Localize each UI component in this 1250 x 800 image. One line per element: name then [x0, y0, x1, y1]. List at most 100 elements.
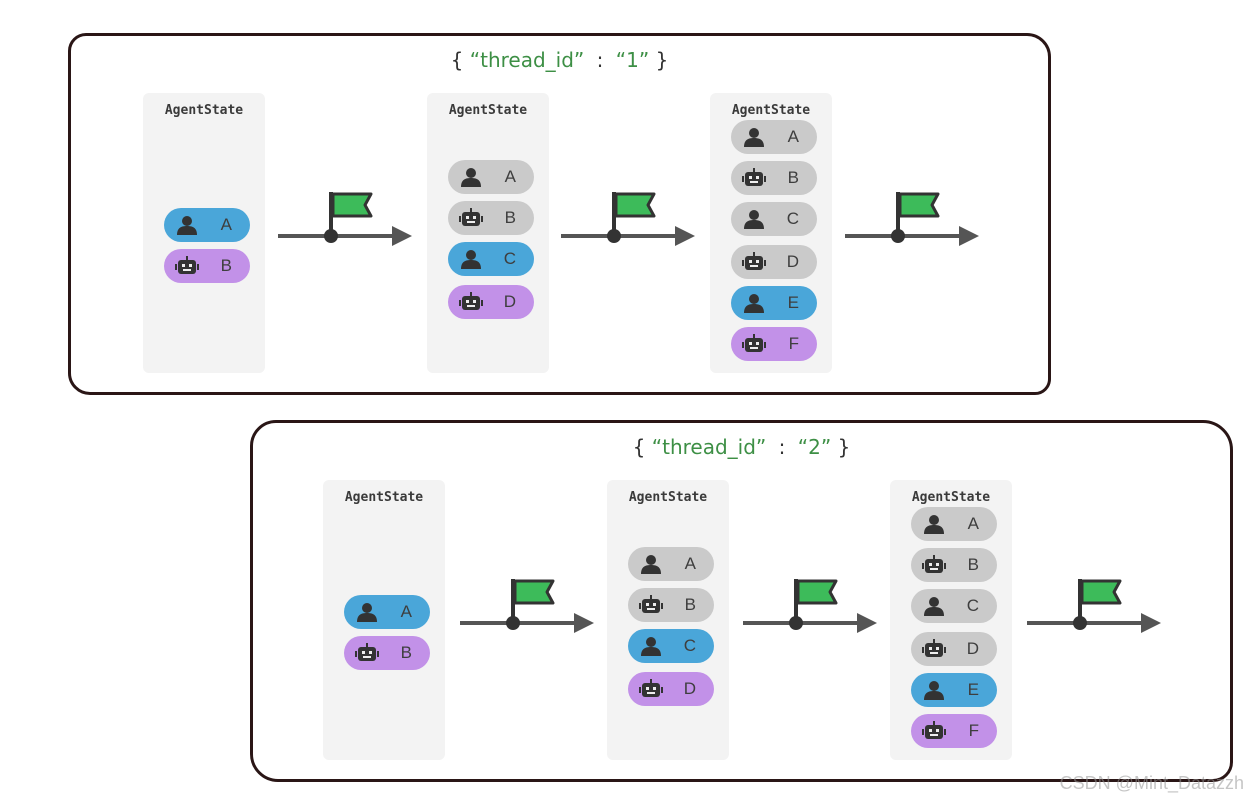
message-pill: C [628, 629, 714, 663]
agent-state-title: AgentState [164, 103, 244, 118]
message-pill: D [731, 245, 817, 279]
message-label: A [787, 127, 799, 146]
checkpoint-flag-arrow [559, 186, 699, 250]
person-icon [741, 126, 767, 148]
message-pill: F [911, 714, 997, 748]
message-label: D [786, 252, 799, 271]
message-label: A [400, 602, 412, 621]
message-pill: B [448, 201, 534, 235]
message-pill: B [164, 249, 250, 283]
message-label: B [220, 256, 232, 275]
open-brace: { [632, 435, 646, 459]
person-icon [174, 214, 200, 236]
flag-icon [607, 192, 656, 243]
message-pill: D [628, 672, 714, 706]
message-pill: B [911, 548, 997, 582]
message-pill: F [731, 327, 817, 361]
checkpoint-flag-arrow [741, 573, 881, 637]
thread-id-key: “thread_id” [651, 435, 767, 459]
agent-state-title: AgentState [448, 103, 528, 118]
checkpoint-flag-arrow [1025, 573, 1165, 637]
thread-id-key: “thread_id” [469, 48, 585, 72]
message-label: E [787, 293, 799, 312]
message-pill: D [911, 632, 997, 666]
message-label: D [503, 292, 516, 311]
message-pill: A [164, 208, 250, 242]
message-label: A [220, 215, 232, 234]
message-pill: B [628, 588, 714, 622]
message-label: F [968, 721, 979, 740]
robot-icon [458, 291, 484, 313]
flag-icon [1073, 579, 1122, 630]
message-label: B [684, 595, 696, 614]
close-brace: } [655, 48, 669, 72]
agent-state-title: AgentState [344, 490, 424, 505]
robot-icon [638, 678, 664, 700]
message-label: A [684, 554, 696, 573]
robot-icon [921, 720, 947, 742]
message-pill: E [911, 673, 997, 707]
robot-icon [638, 594, 664, 616]
checkpoint-flag-arrow [458, 573, 598, 637]
agent-state-card: AgentState A B [143, 93, 265, 373]
person-icon [354, 601, 380, 623]
robot-icon [741, 333, 767, 355]
message-pill: A [731, 120, 817, 154]
message-label: C [966, 596, 979, 615]
message-label: C [503, 249, 516, 268]
person-icon [638, 553, 664, 575]
message-label: A [504, 167, 516, 186]
message-label: D [966, 639, 979, 658]
person-icon [638, 635, 664, 657]
person-icon [458, 248, 484, 270]
thread-2-id-label: { “thread_id” : “2” } [253, 435, 1230, 459]
message-label: C [786, 209, 799, 228]
robot-icon [174, 255, 200, 277]
agent-state-title: AgentState [731, 103, 811, 118]
message-label: B [787, 168, 799, 187]
thread-1-id-label: { “thread_id” : “1” } [71, 48, 1048, 72]
person-icon [741, 208, 767, 230]
agent-state-title: AgentState [628, 490, 708, 505]
person-icon [458, 166, 484, 188]
flag-icon [324, 192, 373, 243]
message-pill: E [731, 286, 817, 320]
message-pill: B [344, 636, 430, 670]
message-label: F [788, 334, 799, 353]
checkpoint-flag-arrow [843, 186, 983, 250]
person-icon [921, 513, 947, 535]
robot-icon [741, 251, 767, 273]
message-label: D [683, 679, 696, 698]
colon: : [596, 48, 604, 72]
close-brace: } [837, 435, 851, 459]
thread-id-value: “2” [797, 435, 832, 459]
message-label: A [967, 514, 979, 533]
colon: : [778, 435, 786, 459]
flag-icon [506, 579, 555, 630]
agent-state-card: AgentState A B C D E F [710, 93, 832, 373]
robot-icon [921, 554, 947, 576]
flag-icon [789, 579, 838, 630]
robot-icon [354, 642, 380, 664]
message-pill: A [911, 507, 997, 541]
message-pill: D [448, 285, 534, 319]
message-pill: A [344, 595, 430, 629]
robot-icon [921, 638, 947, 660]
watermark: CSDN @Mint_Datazzh [1059, 773, 1244, 793]
message-pill: C [731, 202, 817, 236]
flag-icon [891, 192, 940, 243]
message-pill: A [628, 547, 714, 581]
person-icon [741, 292, 767, 314]
thread-1-frame: { “thread_id” : “1” } AgentState A B Agen… [68, 33, 1051, 395]
agent-state-card: AgentState A B C D [427, 93, 549, 373]
person-icon [921, 679, 947, 701]
message-label: E [967, 680, 979, 699]
message-pill: B [731, 161, 817, 195]
open-brace: { [450, 48, 464, 72]
message-label: B [504, 208, 516, 227]
agent-state-title: AgentState [911, 490, 991, 505]
